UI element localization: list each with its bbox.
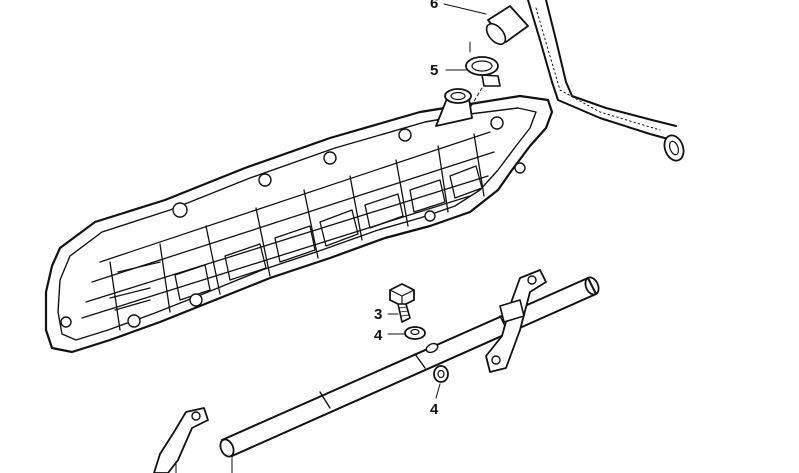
right-bracket (485, 269, 547, 373)
mounting-tube (219, 276, 600, 458)
callouts: 6 5 3 4 4 (374, 0, 439, 418)
vent-hose (485, 0, 685, 162)
left-bracket (153, 407, 233, 473)
washer-upper (404, 326, 426, 340)
callout-3: 3 (374, 306, 382, 323)
hex-bolt (389, 283, 415, 323)
cover-plate (44, 88, 554, 354)
callout-4-upper: 4 (374, 327, 383, 344)
leader-lines (387, 3, 487, 399)
callout-6: 6 (430, 0, 438, 12)
callout-4-lower: 4 (430, 401, 439, 418)
washer-lower (433, 365, 449, 383)
callout-5: 5 (430, 62, 438, 79)
hose-clamp (465, 41, 501, 109)
